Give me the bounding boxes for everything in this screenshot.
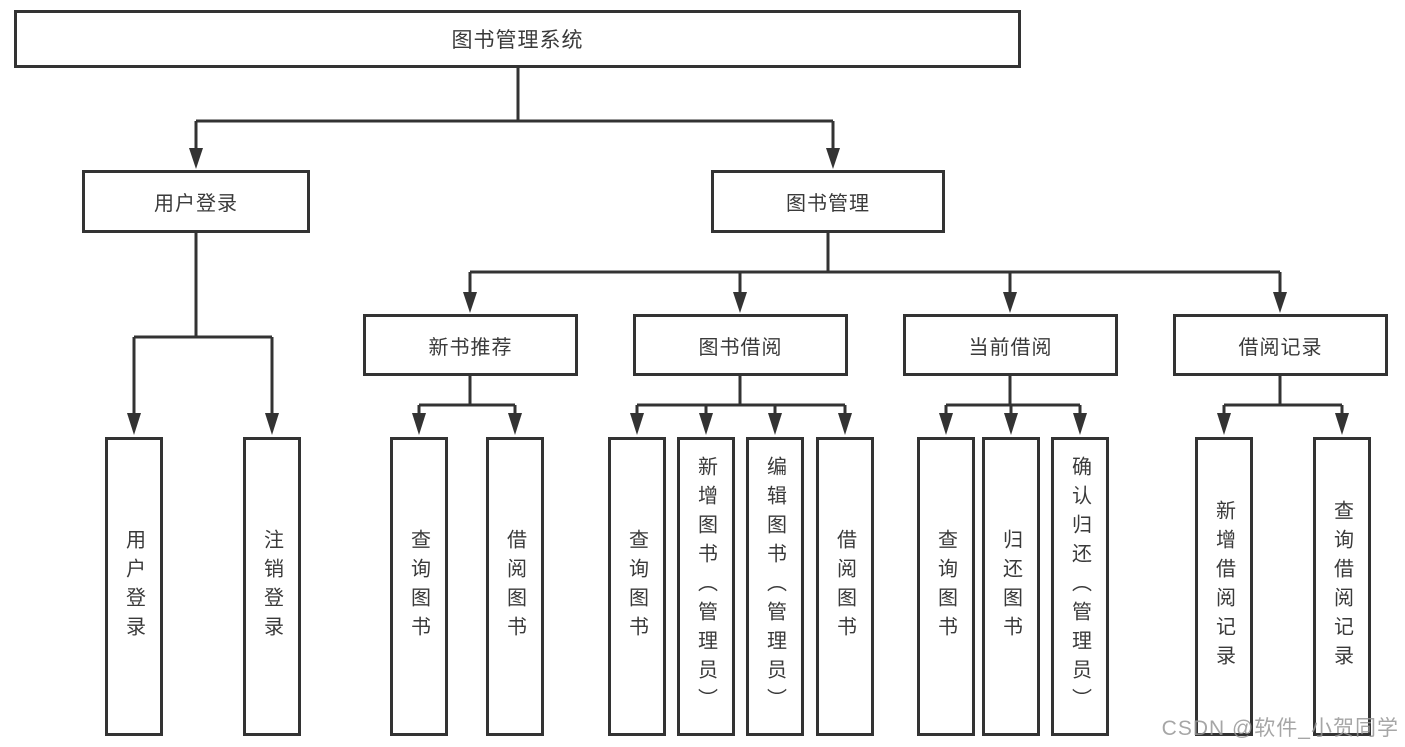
csdn-watermark: CSDN @软件_小贺同学 xyxy=(1161,717,1399,740)
node-book-borrowing: 图书借阅 xyxy=(633,314,848,376)
node-current-borrowing: 当前借阅 xyxy=(903,314,1118,376)
arrowheads xyxy=(127,148,1349,435)
leaf-borrow-query-books: 查询图书 xyxy=(608,437,666,736)
leaf-current-query-books: 查询图书 xyxy=(917,437,975,736)
leaf-newbooks-borrow-books: 借阅图书 xyxy=(486,437,544,736)
node-book-management: 图书管理 xyxy=(711,170,945,233)
leaf-newbooks-query-books: 查询图书 xyxy=(390,437,448,736)
leaf-logout: 注销登录 xyxy=(243,437,301,736)
leaf-borrow-borrow-books: 借阅图书 xyxy=(816,437,874,736)
leaf-current-confirm-return-admin: 确认归还（管理员） xyxy=(1051,437,1109,736)
leaf-records-query-record: 查询借阅记录 xyxy=(1313,437,1371,736)
node-new-book-recommend: 新书推荐 xyxy=(363,314,578,376)
leaf-user-login: 用户登录 xyxy=(105,437,163,736)
connector-path xyxy=(132,68,1344,415)
node-borrowing-records: 借阅记录 xyxy=(1173,314,1388,376)
node-root: 图书管理系统 xyxy=(14,10,1021,68)
leaf-borrow-edit-books-admin: 编辑图书（管理员） xyxy=(746,437,804,736)
leaf-records-add-record: 新增借阅记录 xyxy=(1195,437,1253,736)
leaf-borrow-add-books-admin: 新增图书（管理员） xyxy=(677,437,735,736)
leaf-current-return-books: 归还图书 xyxy=(982,437,1040,736)
node-user-login: 用户登录 xyxy=(82,170,310,233)
